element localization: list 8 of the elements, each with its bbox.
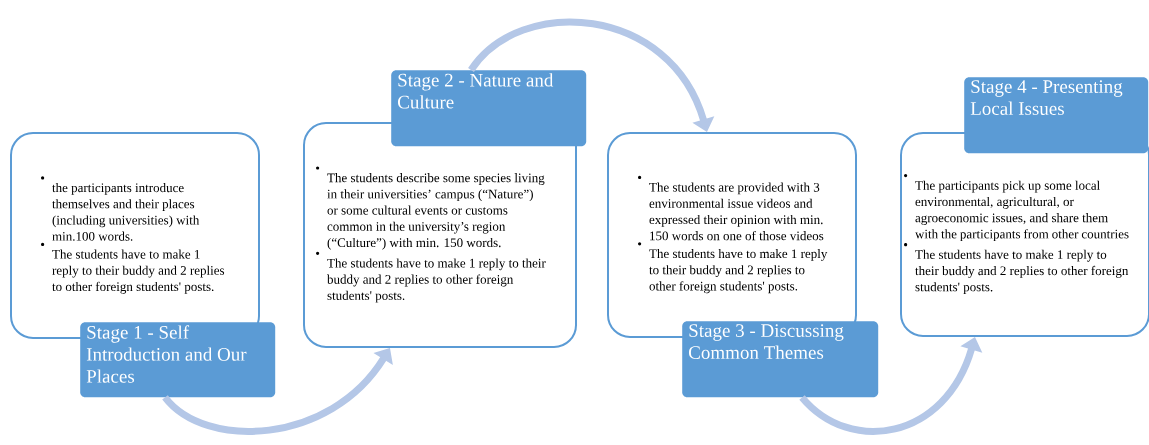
curved-arrow: [468, 18, 715, 132]
content-box: The participants pick up some local environmental, agricultural, or agroeconomic issues, and share them with the participants from other countries The students have to make 1 reply to their buddy and 2 replies to other foreign students' posts.: [900, 132, 1149, 337]
content-box: The students describe some species living in their universities’ campus (“Nature”) or some cultural events or customs common in the university’s region (“Culture”) with min. 150 words. The students have to make 1 reply to their buddy and 2 replies to other foreign students' posts.: [303, 122, 577, 348]
stage-title-box: Stage 2 - Nature and Culture: [391, 70, 587, 147]
curved-arrow: [162, 348, 393, 435]
stage-title-box: Stage 4 - Presenting Local Issues: [964, 77, 1149, 154]
stage-title-box: Stage 3 - Discussing Common Themes: [682, 321, 879, 398]
stage-title-box: Stage 1 - Self Introduction and Our Places: [80, 322, 276, 398]
